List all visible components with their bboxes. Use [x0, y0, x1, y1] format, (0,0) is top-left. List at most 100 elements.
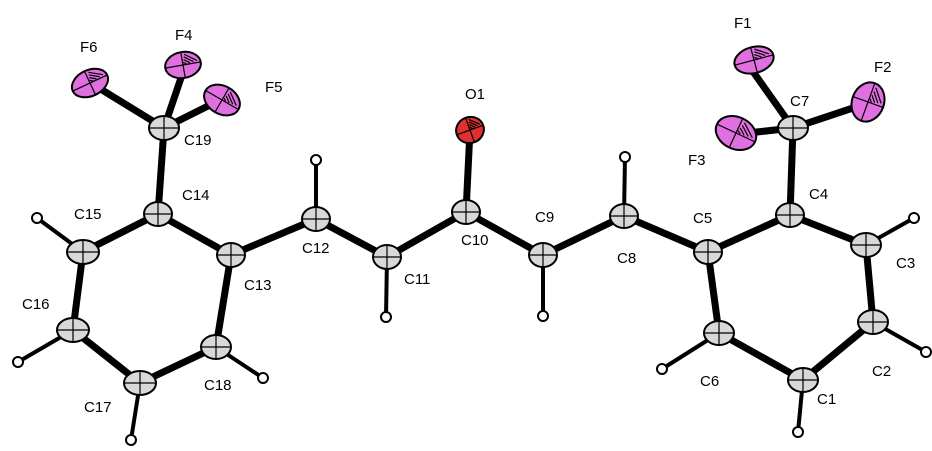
- atom-F5: [203, 83, 241, 117]
- atom-C8: [609, 203, 639, 229]
- atom-C5: [693, 239, 723, 265]
- hydrogen-atom: [380, 311, 392, 323]
- atom-label-C17: C17: [84, 399, 112, 416]
- atom-C18: [200, 334, 232, 360]
- ellipsoid-axis: [728, 118, 744, 148]
- hydrogen-atom: [257, 372, 269, 384]
- atom-label-C8: C8: [617, 250, 636, 267]
- ellipsoid-hatch: [754, 48, 770, 55]
- atom-C15: [66, 239, 100, 265]
- ellipsoid-hatch: [183, 53, 198, 61]
- atom-label-C13: C13: [244, 277, 272, 294]
- hydrogen-atom: [792, 426, 804, 438]
- atom-label-C10: C10: [461, 232, 489, 249]
- atom-C11: [372, 244, 402, 270]
- ellipsoid-hatch: [468, 118, 481, 125]
- atom-C13: [216, 242, 246, 268]
- ellipsoid-hatch: [871, 94, 876, 103]
- atom-label-C7: C7: [790, 93, 809, 110]
- hydrogen-atom: [908, 212, 920, 224]
- ellipsoid-hatch: [869, 98, 872, 103]
- ellipsoid-hatch: [89, 77, 97, 80]
- atom-C12: [301, 206, 331, 232]
- ellipsoid-hatch: [468, 121, 478, 127]
- atom-C17: [123, 370, 157, 396]
- ellipsoid-hatch: [739, 127, 745, 136]
- atom-C4: [775, 202, 805, 228]
- ellipsoid-axis: [750, 47, 758, 73]
- atom-label-F5: F5: [265, 79, 283, 96]
- atom-C3: [850, 232, 882, 258]
- hydrogen-atom: [310, 154, 322, 166]
- atom-C16: [56, 317, 90, 343]
- atom-label-C3: C3: [896, 255, 915, 272]
- ellipsoid-hatch: [737, 130, 741, 135]
- atom-C7: [777, 115, 809, 141]
- atom-label-F4: F4: [175, 27, 193, 44]
- ellipsoid-hatch: [469, 124, 476, 128]
- atom-label-F1: F1: [734, 15, 752, 32]
- hydrogen-atom: [920, 346, 932, 358]
- ellipsoid-hatch: [754, 53, 762, 58]
- atom-label-O1: O1: [465, 86, 485, 103]
- atom-C2: [857, 309, 889, 335]
- atom-C1: [787, 367, 819, 393]
- ellipsoid-hatch: [88, 71, 103, 76]
- hydrogen-atom: [12, 356, 24, 368]
- hydrogen-atom: [619, 151, 631, 163]
- ellipsoid-axis: [464, 117, 476, 143]
- ellipsoid-axis: [214, 87, 230, 113]
- ellipsoid-hatch: [875, 87, 882, 104]
- atom-F4: [164, 50, 202, 80]
- ellipsoid-hatch: [873, 91, 879, 104]
- ellipsoid-hatch: [89, 79, 94, 82]
- ellipsoid-hatch: [182, 61, 187, 65]
- hydrogen-atoms-layer: [12, 151, 932, 446]
- atom-label-C5: C5: [693, 210, 712, 227]
- atom-label-C11: C11: [404, 271, 430, 288]
- ellipsoid-hatch: [469, 126, 473, 130]
- atom-label-C4: C4: [809, 186, 828, 203]
- atom-labels-layer: F1 F2 F3 C7 C4 C3 C2 C1 C6 C5 C8 C9 C10 …: [22, 15, 915, 416]
- atom-C6: [703, 320, 735, 346]
- ellipsoid-hatch: [753, 56, 758, 60]
- atom-label-F3: F3: [688, 152, 706, 169]
- atom-F3: [714, 114, 758, 152]
- atom-ellipsoids-layer: [56, 45, 889, 396]
- atom-F1: [733, 45, 775, 75]
- hydrogen-atom: [656, 363, 668, 375]
- hydrogen-atom: [125, 434, 137, 446]
- ellipsoid-hatch: [225, 95, 230, 104]
- ellipsoid-hatch: [183, 59, 191, 64]
- atom-C14: [143, 201, 173, 227]
- atom-C9: [528, 242, 558, 268]
- ellipsoid-hatch: [223, 97, 227, 102]
- atom-label-C2: C2: [872, 363, 891, 380]
- atom-label-C9: C9: [535, 209, 554, 226]
- ellipsoid-axis: [860, 83, 876, 121]
- atom-F2: [850, 81, 886, 123]
- atom-O1: [455, 115, 485, 145]
- atom-label-C18: C18: [204, 377, 232, 394]
- ellipsoid-hatch: [227, 93, 234, 105]
- atom-label-C14: C14: [182, 187, 210, 204]
- atom-label-C6: C6: [700, 373, 719, 390]
- ellipsoid-hatch: [229, 91, 237, 106]
- atom-C10: [451, 199, 481, 225]
- atom-label-C1: C1: [817, 391, 836, 408]
- hydrogen-atom: [31, 212, 43, 224]
- ellipsoid-axis: [83, 70, 97, 96]
- atom-label-C12: C12: [302, 240, 330, 257]
- ellipsoid-axis: [180, 52, 186, 78]
- ellipsoid-hatch: [743, 122, 753, 139]
- ellipsoid-hatch: [754, 51, 766, 56]
- atom-label-F6: F6: [80, 39, 98, 56]
- ellipsoid-hatch: [88, 74, 100, 78]
- atom-label-C16: C16: [22, 296, 50, 313]
- hydrogen-atom: [537, 310, 549, 322]
- atom-label-F2: F2: [874, 59, 892, 76]
- atom-C19: [148, 115, 180, 141]
- ellipsoid-hatch: [741, 125, 749, 137]
- atom-F6: [70, 67, 110, 99]
